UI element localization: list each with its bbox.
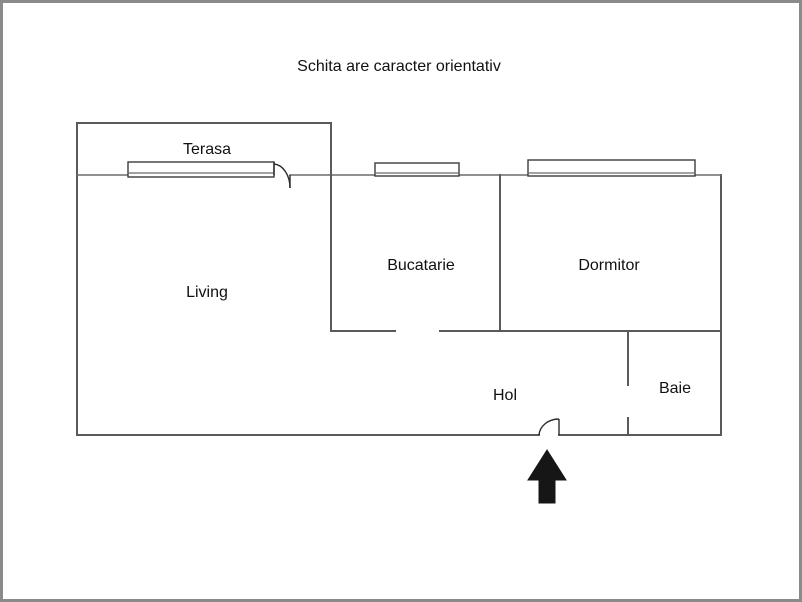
room-label-bucatarie: Bucatarie — [387, 257, 455, 274]
room-label-living: Living — [186, 284, 228, 301]
floorplan-drawing: Schita are caracter orientativ — [76, 58, 722, 504]
door-entrance — [538, 418, 560, 436]
room-label-baie: Baie — [659, 380, 691, 397]
room-label-dormitor: Dormitor — [578, 257, 640, 274]
window-dormitor — [527, 159, 696, 177]
page-title: Schita are caracter orientativ — [297, 58, 501, 75]
door-terasa — [273, 162, 291, 189]
room-label-hol: Hol — [493, 387, 517, 404]
window-bucatarie — [374, 162, 460, 177]
terasa-outline — [76, 122, 332, 176]
interior-walls — [330, 174, 722, 436]
entrance-arrow — [527, 449, 567, 504]
exterior-walls — [76, 174, 722, 436]
room-label-terasa: Terasa — [183, 141, 231, 158]
window-terasa — [127, 161, 275, 178]
